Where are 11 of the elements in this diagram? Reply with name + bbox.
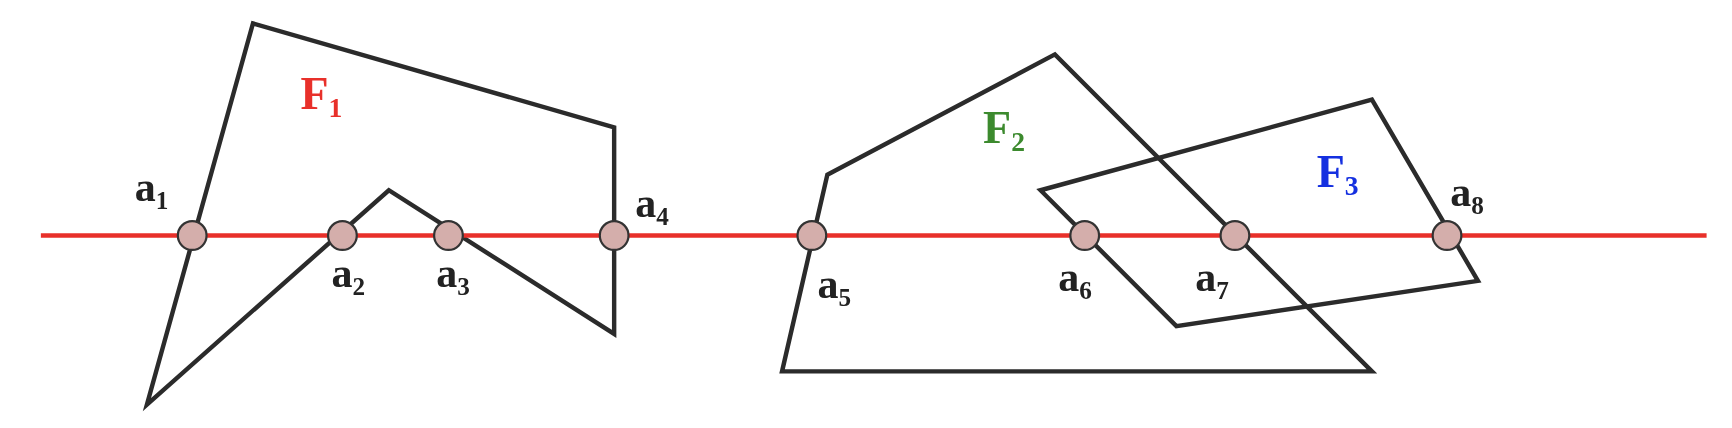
- region-label: F$_{2}$: [983, 104, 1025, 156]
- point-label: a$_{8}$: [1450, 171, 1484, 218]
- point-label: a$_{3}$: [436, 251, 470, 299]
- point-label: a$_{1}$: [134, 165, 169, 213]
- point-label: a$_{4}$: [635, 182, 669, 229]
- point-label: a$_{2}$: [331, 251, 365, 299]
- region-label: F$_{1}$: [300, 70, 343, 122]
- point-label: a$_{5}$: [817, 262, 851, 310]
- point-label: a$_{7}$: [1195, 256, 1229, 303]
- region-label: F$_{3}$: [1316, 149, 1359, 200]
- point-label: a$_{6}$: [1058, 256, 1092, 303]
